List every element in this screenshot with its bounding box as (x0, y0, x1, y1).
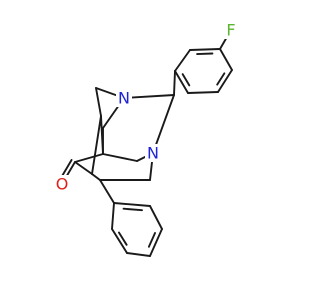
bond-inner-pe-pf (147, 232, 156, 248)
bond-ca-me (95, 87, 102, 117)
bond-fc-fd (187, 91, 219, 94)
bond-inner-fb-fc (216, 72, 226, 86)
atom-oxygen: O (54, 175, 70, 194)
bond-c2-n1 (123, 94, 175, 99)
structure-diagram: F N N O (54, 20, 239, 257)
bond-fe-c2 (173, 70, 176, 96)
bond-inner-pc-pd (117, 231, 128, 246)
bond-cs-cq (102, 153, 138, 162)
atom-label-n-top: N (118, 89, 130, 108)
bond-pd-pe (126, 252, 151, 257)
bond-pa-pb (99, 179, 115, 204)
atom-label-layer: F N N O (54, 21, 239, 194)
bond-inner-pg-pb (122, 207, 143, 212)
bond-pg-pb (113, 202, 151, 207)
atom-nitrogen-bottom: N (145, 144, 161, 163)
bond-fe-ff (174, 49, 191, 72)
bond-me-cx (91, 115, 102, 175)
bond-c2-n2 (152, 94, 175, 154)
bond-inner-fd-fe (181, 73, 191, 87)
bond-inner-ff-fa (196, 52, 214, 55)
bond-cx-pa (91, 173, 101, 181)
bond-layer (57, 29, 233, 257)
bond-fb-fc (217, 69, 233, 93)
bond-fa-fb (219, 48, 233, 71)
bond-pe-pf (149, 228, 163, 257)
bond-me-cq (100, 115, 104, 155)
bond-fd-fe (174, 70, 189, 94)
bond-ck-cq (74, 153, 104, 163)
bond-pb-pc (111, 202, 115, 230)
bond-pc-pd (111, 228, 128, 254)
atom-fluorine: F (223, 21, 239, 40)
atom-label-n-bottom: N (147, 144, 159, 163)
bond-cx-ck (74, 161, 93, 175)
atom-label-o: O (56, 175, 69, 194)
atom-label-f: F (226, 21, 235, 40)
bond-pf-pg (149, 205, 163, 230)
atom-nitrogen-top: N (116, 89, 132, 108)
bond-ff-fa (189, 48, 221, 51)
